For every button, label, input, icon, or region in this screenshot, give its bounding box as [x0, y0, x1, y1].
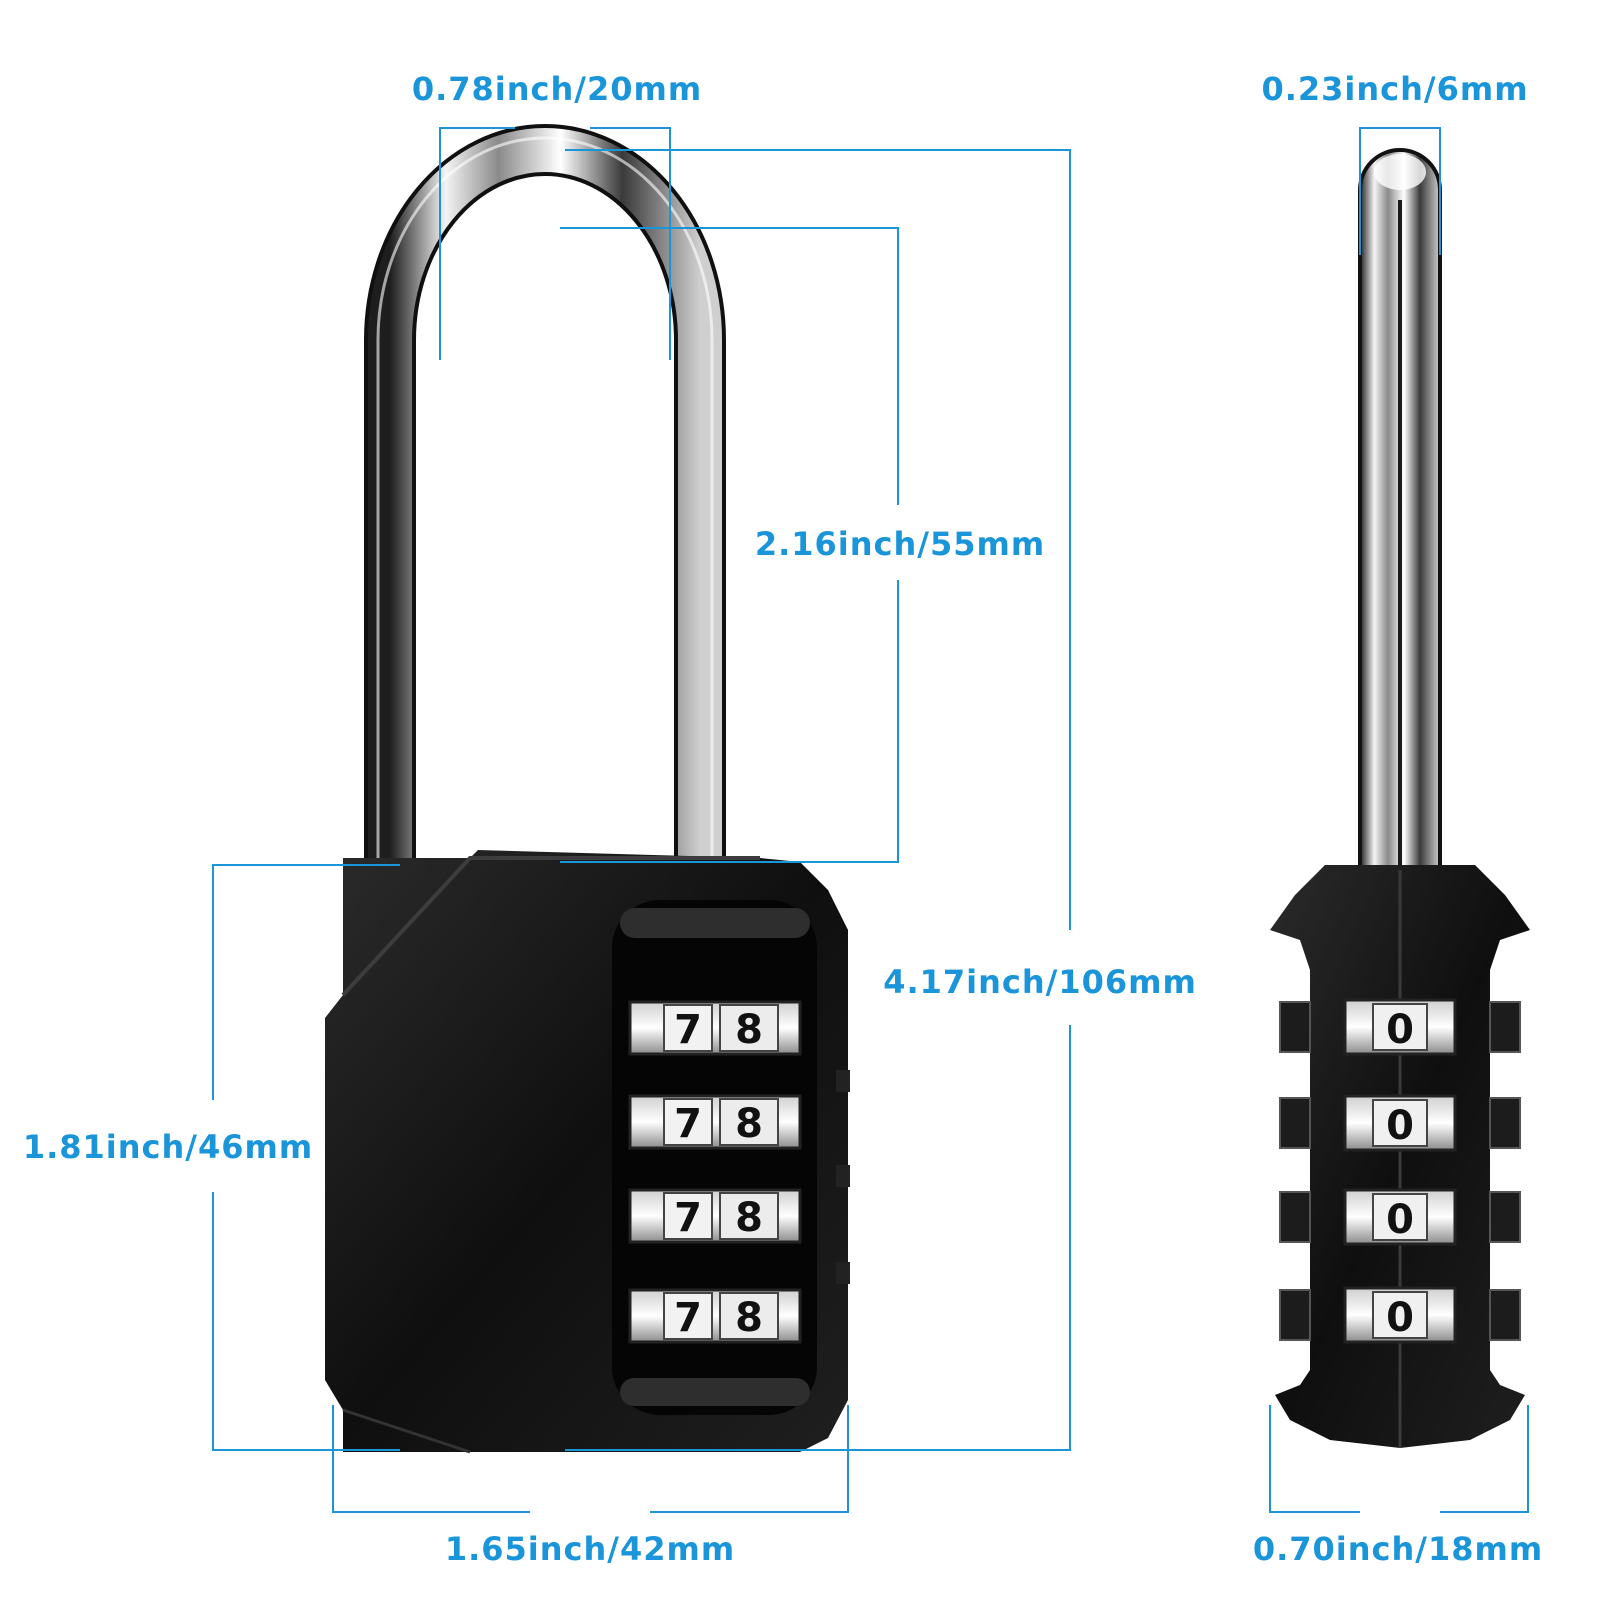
body-width-label: 1.65inch/42mm [445, 1530, 735, 1568]
shackle-inner-width-label: 0.78inch/20mm [412, 70, 702, 108]
front-dial-4-left-digit: 7 [674, 1295, 702, 1341]
front-dial-2[interactable]: 7 8 [628, 1094, 802, 1150]
front-dial-2-right-digit: 8 [735, 1101, 763, 1147]
side-dial-1[interactable]: 0 [1343, 998, 1457, 1056]
front-dial-2-left-digit: 7 [674, 1101, 702, 1147]
shackle-diameter-label: 0.23inch/6mm [1261, 70, 1528, 108]
total-height-label: 4.17inch/106mm [883, 963, 1197, 1001]
front-dial-3[interactable]: 7 8 [628, 1188, 802, 1244]
side-dial-4-digit: 0 [1386, 1295, 1414, 1341]
front-dial-1[interactable]: 7 8 [628, 1000, 802, 1056]
shackle-clearance-label: 2.16inch/55mm [755, 525, 1045, 563]
front-dial-3-left-digit: 7 [674, 1195, 702, 1241]
side-dial-4[interactable]: 0 [1343, 1286, 1457, 1344]
front-padlock: 7 8 7 8 7 8 7 8 [325, 124, 850, 1454]
side-dial-2[interactable]: 0 [1343, 1094, 1457, 1152]
body-depth-label: 0.70inch/18mm [1253, 1530, 1543, 1568]
front-dial-4-right-digit: 8 [735, 1295, 763, 1341]
dimension-lines [212, 127, 1529, 1513]
side-padlock: 0 0 0 0 [1270, 148, 1530, 1448]
side-dial-2-digit: 0 [1386, 1103, 1414, 1149]
side-dial-3-digit: 0 [1386, 1197, 1414, 1243]
side-dial-1-digit: 0 [1386, 1007, 1414, 1053]
front-shackle-chrome [368, 128, 722, 860]
front-dial-3-right-digit: 8 [735, 1195, 763, 1241]
front-dial-1-left-digit: 7 [674, 1007, 702, 1053]
front-dial-1-right-digit: 8 [735, 1007, 763, 1053]
body-height-label: 1.81inch/46mm [23, 1128, 313, 1166]
front-dial-4[interactable]: 7 8 [628, 1288, 802, 1344]
front-shackle [364, 124, 726, 860]
side-dial-3[interactable]: 0 [1343, 1188, 1457, 1246]
